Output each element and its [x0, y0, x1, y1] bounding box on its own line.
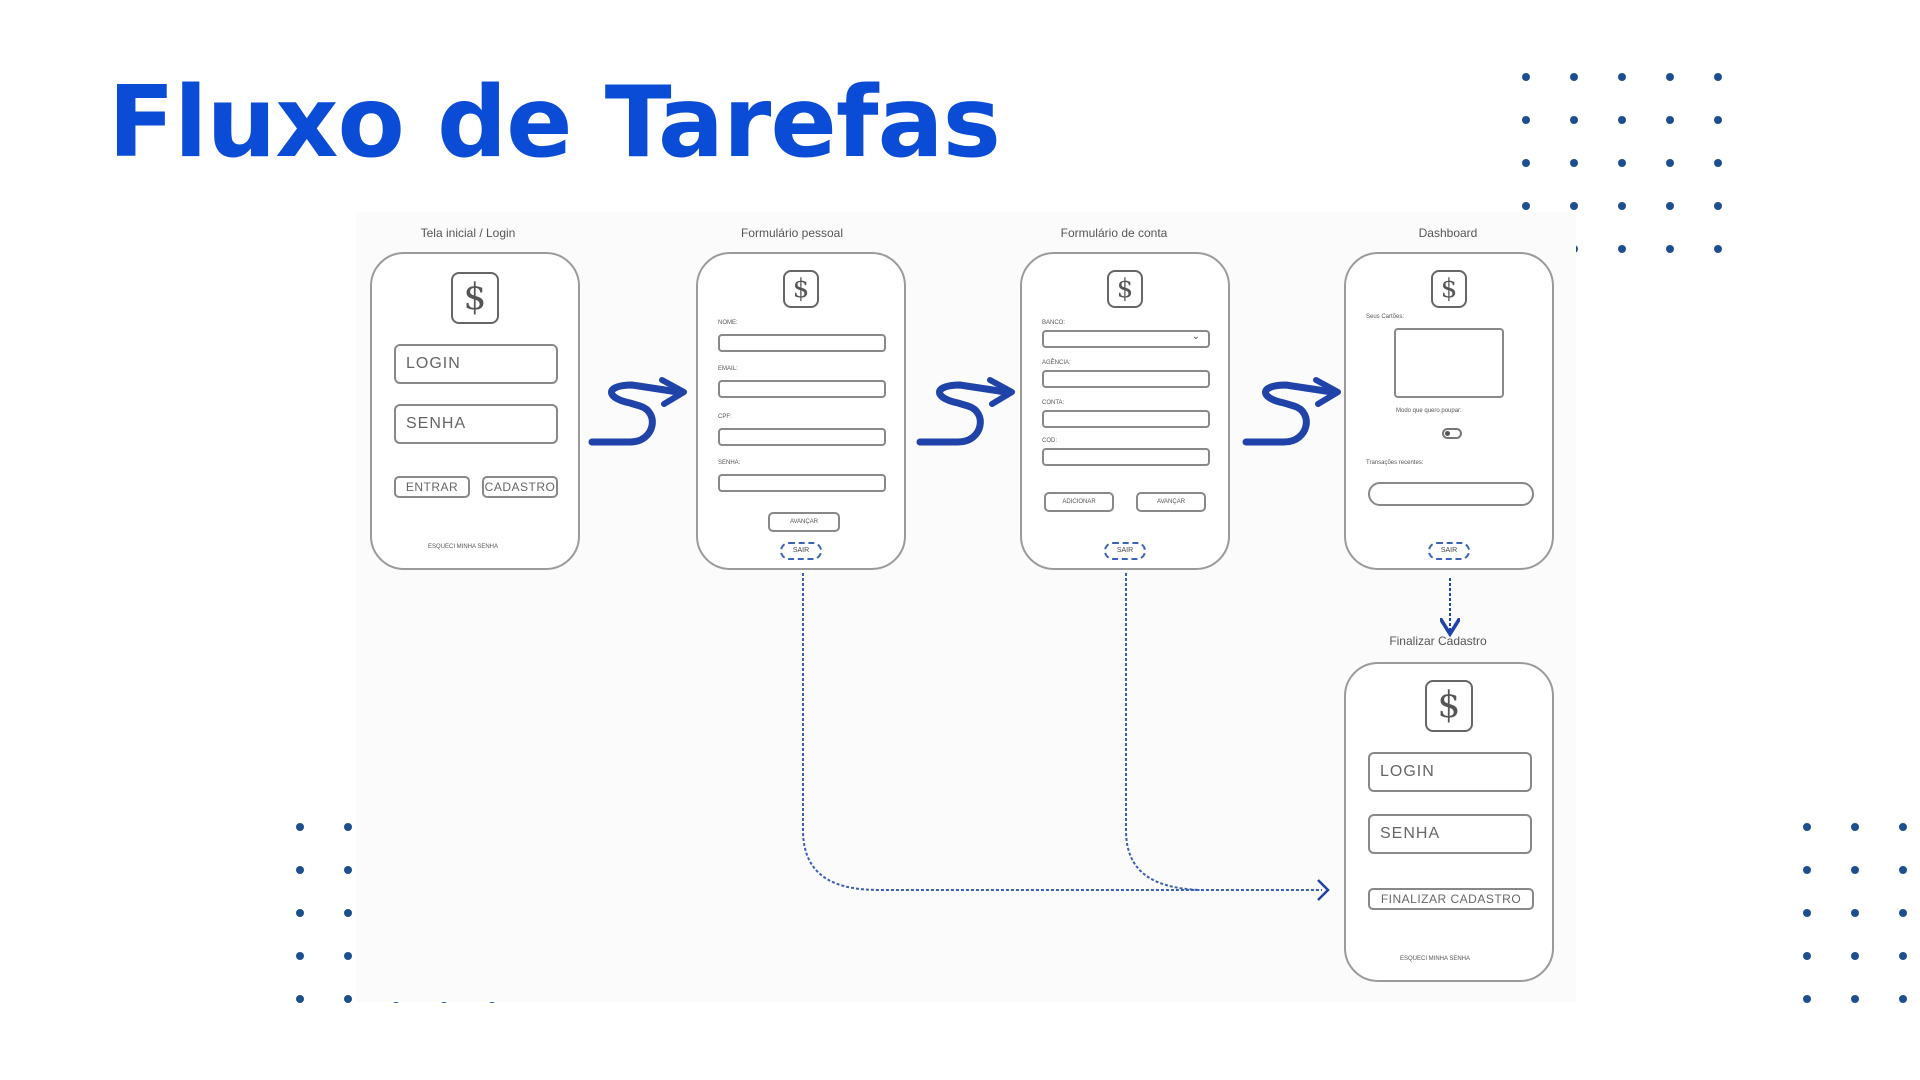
login-screen-title: Tela inicial / Login: [420, 226, 516, 240]
personal-exit-connector: [802, 573, 1322, 891]
name-label: NOME:: [718, 320, 738, 326]
bank-select[interactable]: ⌄: [1042, 330, 1210, 348]
forgot-password-link[interactable]: ESQUECI MINHA SENHA: [1400, 956, 1471, 962]
password-field[interactable]: [718, 474, 886, 492]
enter-button[interactable]: ENTRAR: [394, 476, 470, 498]
dashboard-title: Dashboard: [1418, 226, 1478, 240]
cod-field[interactable]: [1042, 448, 1210, 466]
flow-arrow-1: [588, 381, 682, 446]
dollar-icon: $: [1107, 270, 1143, 308]
recent-transaction-item[interactable]: [1368, 482, 1534, 506]
personal-form-title: Formulário pessoal: [740, 226, 844, 240]
account-form-screen: $ BANCO: ⌄ AGÊNCIA: CONTA: COD: ADICIONA…: [1020, 252, 1230, 570]
account-exit-connector: [1125, 573, 1201, 891]
account-field[interactable]: [1042, 410, 1210, 428]
login-input[interactable]: LOGIN: [394, 344, 558, 384]
name-field[interactable]: [718, 334, 886, 352]
dollar-icon: $: [1431, 270, 1467, 308]
finish-screen-title: Finalizar Cadastro: [1389, 634, 1487, 648]
agency-label: AGÊNCIA:: [1042, 360, 1071, 366]
dollar-icon: $: [1425, 680, 1473, 732]
slide-title: Fluxo de Tarefas: [108, 66, 1001, 180]
password-input[interactable]: SENHA: [394, 404, 558, 444]
login-input[interactable]: LOGIN: [1368, 752, 1532, 792]
advance-button[interactable]: AVANÇAR: [1136, 492, 1206, 512]
cod-label: COD:: [1042, 438, 1057, 444]
cpf-label: CPF:: [718, 414, 732, 420]
register-button[interactable]: CADASTRO: [482, 476, 558, 498]
forgot-password-link[interactable]: ESQUECI MINHA SENHA: [428, 544, 499, 550]
login-screen: $ LOGIN SENHA ENTRAR CADASTRO ESQUECI MI…: [370, 252, 580, 570]
account-form-title: Formulário de conta: [1060, 226, 1168, 240]
save-mode-toggle[interactable]: [1442, 428, 1462, 439]
exit-button[interactable]: SAIR: [1428, 542, 1470, 560]
dashboard-screen: $ Seus Cartões: Modo que quero poupar: T…: [1344, 252, 1554, 570]
dollar-icon: $: [451, 272, 499, 324]
recent-transactions-label: Transações recentes:: [1366, 460, 1424, 466]
personal-form-screen: $ NOME: EMAIL: CPF: SENHA: AVANÇAR SAIR: [696, 252, 906, 570]
exit-button[interactable]: SAIR: [1104, 542, 1146, 560]
flow-arrow-3: [1242, 381, 1336, 446]
dot-grid-bottom-right: [1803, 823, 1909, 1003]
flow-arrow-2: [916, 381, 1010, 446]
finish-screen: $ LOGIN SENHA FINALIZAR CADASTRO ESQUECI…: [1344, 662, 1554, 982]
account-label: CONTA:: [1042, 400, 1065, 406]
password-label: SENHA:: [718, 460, 741, 466]
dollar-icon: $: [783, 270, 819, 308]
save-mode-label: Modo que quero poupar:: [1396, 408, 1462, 414]
chevron-down-icon: ⌄: [1191, 331, 1200, 342]
cards-label: Seus Cartões:: [1366, 314, 1405, 320]
bank-label: BANCO:: [1042, 320, 1066, 326]
cpf-field[interactable]: [718, 428, 886, 446]
finish-registration-button[interactable]: FINALIZAR CADASTRO: [1368, 888, 1534, 910]
exit-button[interactable]: SAIR: [780, 542, 822, 560]
email-field[interactable]: [718, 380, 886, 398]
add-button[interactable]: ADICIONAR: [1044, 492, 1114, 512]
email-label: EMAIL:: [718, 366, 738, 372]
advance-button[interactable]: AVANÇAR: [768, 512, 840, 532]
password-input[interactable]: SENHA: [1368, 814, 1532, 854]
agency-field[interactable]: [1042, 370, 1210, 388]
credit-card[interactable]: [1394, 328, 1504, 398]
